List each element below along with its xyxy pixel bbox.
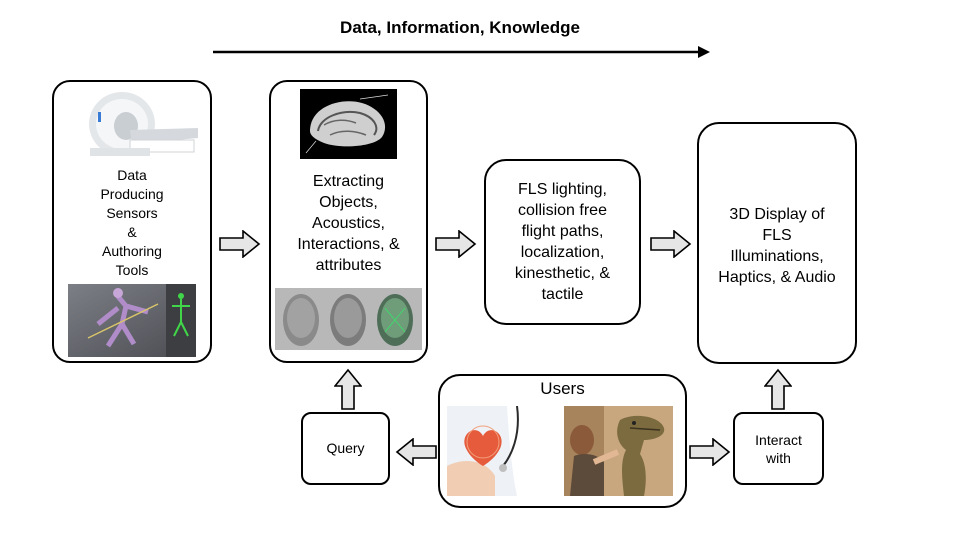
interact-box	[733, 412, 824, 485]
up-arrow	[764, 368, 792, 410]
display-line: 3D Display of	[729, 206, 825, 223]
right-arrow	[435, 230, 477, 258]
display-line: Haptics, & Audio	[718, 269, 836, 286]
extract-line: Objects,	[319, 194, 378, 211]
sensors-line: &	[127, 224, 137, 240]
interact-text: Interact with	[733, 431, 824, 467]
right-arrow	[650, 230, 692, 258]
fls-line: localization,	[520, 244, 605, 261]
fls-box	[484, 159, 641, 325]
extract-line: attributes	[315, 257, 382, 274]
right-arrow	[219, 230, 261, 258]
fls-line: FLS lighting,	[518, 181, 607, 198]
mri-scanner-image	[80, 88, 198, 160]
fls-line: flight paths,	[521, 223, 604, 240]
sensors-line: Sensors	[106, 205, 158, 221]
flow-arrow	[213, 46, 710, 58]
interact-line: Interact	[755, 432, 802, 448]
fls-line: tactile	[541, 286, 584, 303]
fls-line: collision free	[518, 202, 607, 219]
display-text: 3D Display of FLS Illuminations, Haptics…	[701, 204, 853, 288]
sensors-text: Data Producing Sensors & Authoring Tools	[60, 166, 204, 280]
extract-line: Extracting	[312, 173, 385, 190]
extract-line: Interactions, &	[297, 236, 400, 253]
dinosaur-interaction-image	[564, 406, 673, 496]
fls-text: FLS lighting, collision free flight path…	[488, 179, 637, 305]
sensors-line: Authoring	[102, 243, 162, 259]
query-label: Query	[326, 440, 365, 456]
left-arrow	[395, 438, 437, 466]
diagram-title: Data, Information, Knowledge	[340, 18, 580, 37]
extract-text: Extracting Objects, Acoustics, Interacti…	[274, 171, 423, 276]
up-arrow	[334, 368, 362, 410]
fls-line: kinesthetic, &	[514, 265, 611, 282]
doctor-heart-image	[447, 406, 555, 496]
query-box	[301, 412, 390, 485]
display-line: Illuminations,	[730, 248, 824, 265]
sensors-line: Producing	[100, 186, 164, 202]
users-title: Users	[540, 379, 585, 398]
display-line: FLS	[762, 227, 792, 244]
display-box	[697, 122, 857, 364]
sensors-line: Data	[117, 167, 147, 183]
sensors-line: Tools	[115, 262, 149, 278]
brain-scan-image	[300, 89, 397, 159]
extract-line: Acoustics,	[312, 215, 385, 232]
face-models-image	[275, 288, 422, 350]
right-arrow	[689, 438, 731, 466]
interact-line: with	[766, 450, 791, 466]
motion-capture-image	[68, 284, 196, 357]
